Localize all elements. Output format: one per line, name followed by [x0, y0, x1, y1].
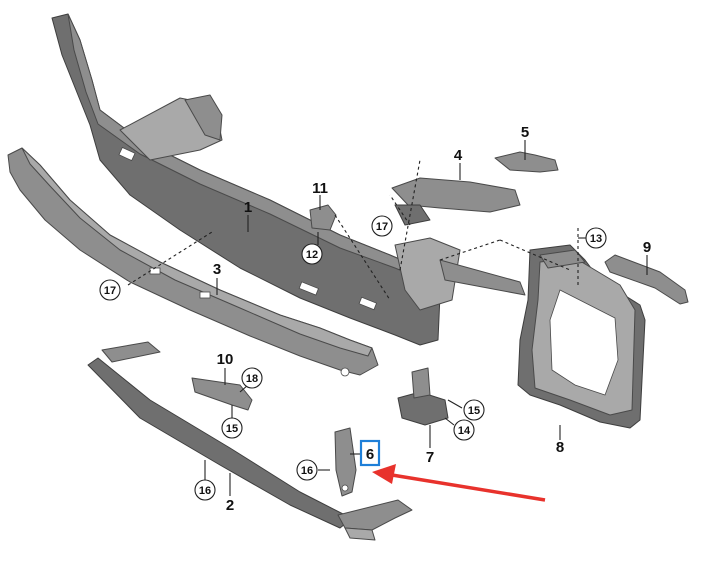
svg-text:15: 15 [468, 405, 480, 417]
part-2-stiffener-bar [87, 341, 413, 541]
svg-text:12: 12 [306, 249, 318, 261]
svg-text:18: 18 [246, 373, 258, 385]
part-11-clip [309, 204, 337, 231]
circled-label-17-top: 17 [371, 215, 393, 237]
highlight-box-part-6 [359, 439, 381, 467]
label-part-11: 11 [312, 180, 328, 197]
part-7-bracket [397, 367, 449, 426]
part-4-bracket [391, 177, 521, 226]
svg-text:17: 17 [104, 285, 116, 297]
part-9-rail [604, 254, 689, 305]
svg-text:16: 16 [199, 485, 211, 497]
part-8-frame [517, 244, 646, 429]
circled-label-16-center: 16 [296, 459, 318, 481]
circled-label-12: 12 [301, 243, 323, 265]
part-5-bracket [494, 151, 559, 173]
label-part-5: 5 [521, 124, 529, 141]
circled-label-16-bottom: 16 [194, 479, 216, 501]
label-part-1: 1 [244, 199, 252, 216]
label-part-6: 6 [366, 446, 374, 463]
circled-label-18: 18 [241, 367, 263, 389]
svg-text:16: 16 [301, 465, 313, 477]
label-part-7: 7 [426, 449, 434, 466]
label-part-9: 9 [643, 239, 651, 256]
circled-label-15-left: 15 [221, 417, 243, 439]
part-number-labels: 1 2 3 4 5 6 7 8 9 10 11 [213, 124, 651, 514]
label-part-3: 3 [213, 261, 221, 278]
circled-label-17-left: 17 [99, 279, 121, 301]
part-3-crash-beam [7, 147, 379, 377]
part-10-plate [191, 377, 253, 411]
svg-text:13: 13 [590, 233, 602, 245]
red-pointer-arrow [372, 464, 546, 502]
svg-text:15: 15 [226, 423, 238, 435]
label-part-4: 4 [454, 147, 463, 164]
label-part-10: 10 [217, 351, 234, 368]
svg-text:17: 17 [376, 221, 388, 233]
circled-labels: 12 13 14 15 15 16 16 17 [99, 215, 607, 501]
label-part-2: 2 [226, 497, 234, 514]
part-1-carrier-beam [51, 13, 526, 346]
circled-label-14: 14 [453, 419, 475, 441]
circled-label-15-right: 15 [463, 399, 485, 421]
svg-text:14: 14 [458, 425, 471, 437]
leader-lines [127, 140, 648, 496]
label-part-8: 8 [556, 439, 564, 456]
part-6-bracket [334, 427, 357, 497]
circled-label-13: 13 [585, 227, 607, 249]
